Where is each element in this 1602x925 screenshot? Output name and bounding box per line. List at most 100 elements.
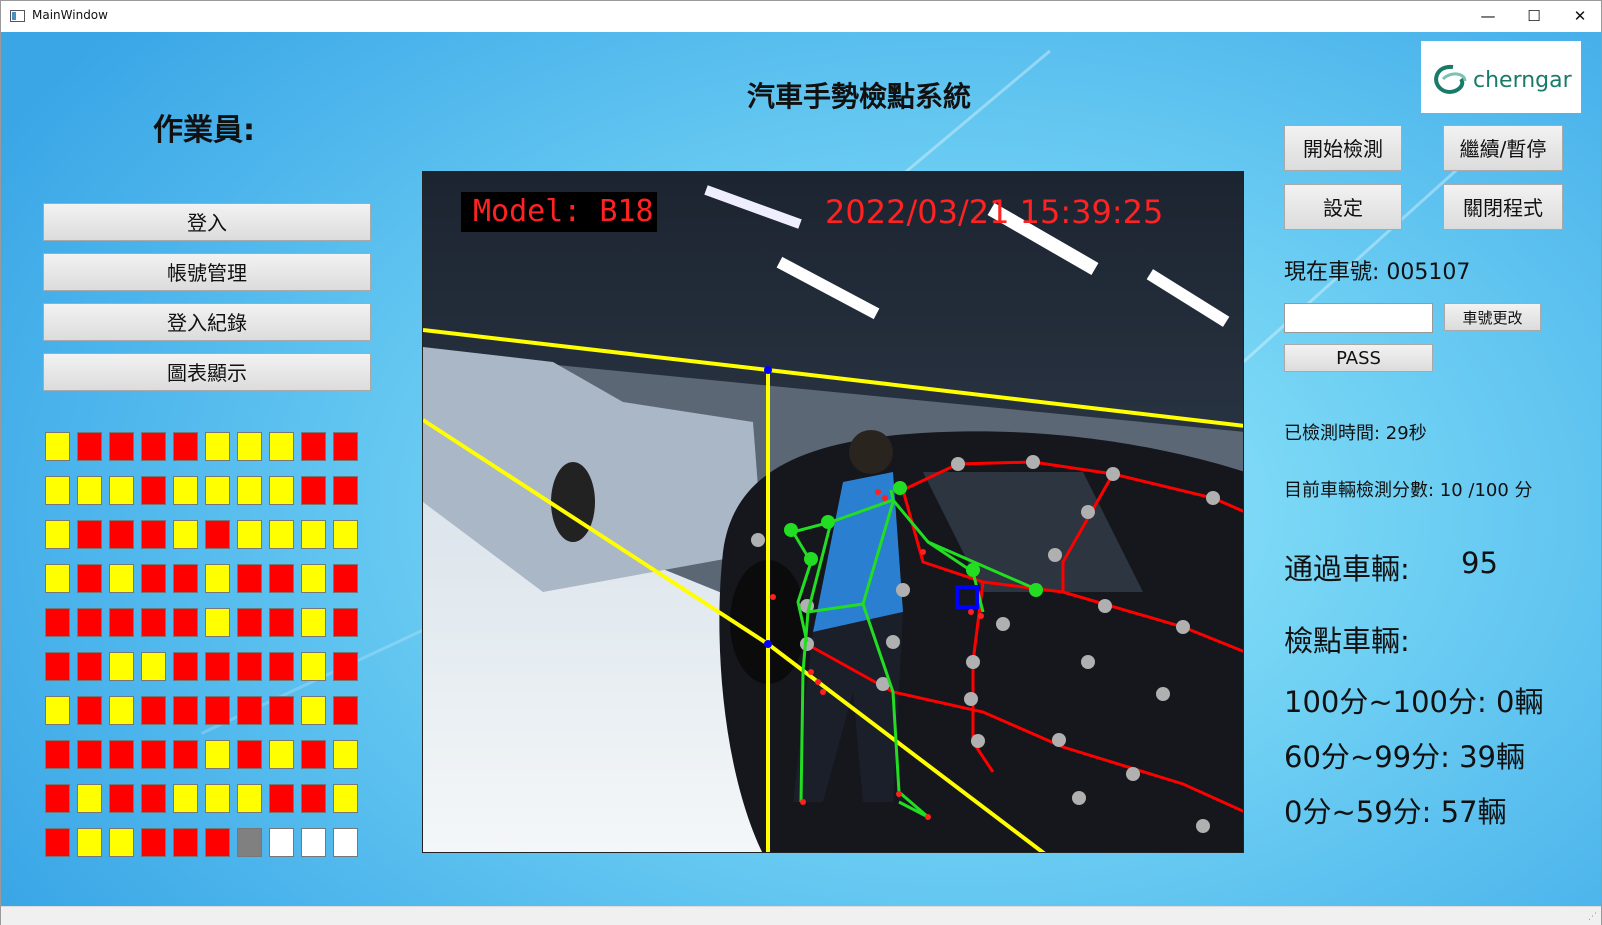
zone-corner-marker xyxy=(764,366,772,374)
status-cell xyxy=(109,564,134,593)
status-cell xyxy=(141,784,166,813)
status-cell xyxy=(45,520,70,549)
silver-car-wheel xyxy=(551,462,595,542)
status-cell xyxy=(301,828,326,857)
passed-vehicles-label: 通過車輛: xyxy=(1284,552,1410,586)
score-range-0-59: 0分~59分: 57輛 xyxy=(1284,795,1507,829)
status-cell xyxy=(173,828,198,857)
logo-text: cherngar xyxy=(1473,68,1573,93)
status-cell xyxy=(333,828,358,857)
video-scene xyxy=(423,172,1243,852)
status-cell xyxy=(205,520,230,549)
status-cell xyxy=(205,784,230,813)
checked-vehicles-label: 檢點車輛: xyxy=(1284,624,1410,658)
change-car-number-button[interactable]: 車號更改 xyxy=(1444,303,1541,331)
status-cell xyxy=(333,652,358,681)
status-cell xyxy=(173,564,198,593)
status-cell xyxy=(205,564,230,593)
status-cell xyxy=(205,432,230,461)
skeleton-joints xyxy=(784,481,1043,597)
status-cell xyxy=(141,608,166,637)
status-cell xyxy=(45,740,70,769)
continue-pause-button[interactable]: 繼續/暫停 xyxy=(1443,125,1563,171)
status-cell xyxy=(237,784,262,813)
status-cell xyxy=(45,432,70,461)
status-cell xyxy=(205,740,230,769)
hand-detection-box xyxy=(955,585,979,609)
app-window-icon xyxy=(10,10,25,22)
status-cell xyxy=(237,652,262,681)
account-management-button[interactable]: 帳號管理 xyxy=(43,253,371,291)
status-cell xyxy=(205,608,230,637)
status-cell xyxy=(269,608,294,637)
camera-feed: Model: B18 2022/03/21 15:39:25 xyxy=(422,171,1244,853)
status-cell xyxy=(205,696,230,725)
status-cell xyxy=(109,784,134,813)
status-cell xyxy=(237,696,262,725)
close-button[interactable]: ✕ xyxy=(1573,7,1587,25)
status-cell xyxy=(173,740,198,769)
zone-corner-marker xyxy=(764,640,772,648)
status-cell xyxy=(77,476,102,505)
login-button[interactable]: 登入 xyxy=(43,203,371,241)
status-cell xyxy=(109,608,134,637)
status-cell xyxy=(301,784,326,813)
hand-keypoints xyxy=(770,489,984,820)
status-cell xyxy=(237,740,262,769)
status-cell xyxy=(333,740,358,769)
status-cell xyxy=(141,696,166,725)
pass-button[interactable]: PASS xyxy=(1284,344,1433,372)
status-cell xyxy=(269,696,294,725)
status-cell xyxy=(45,784,70,813)
status-cell xyxy=(333,564,358,593)
worker-shirt xyxy=(813,472,903,632)
chart-display-button[interactable]: 圖表顯示 xyxy=(43,353,371,391)
status-cell xyxy=(237,520,262,549)
status-cell xyxy=(109,652,134,681)
status-cell xyxy=(173,652,198,681)
close-program-button[interactable]: 關閉程式 xyxy=(1443,184,1563,230)
status-cell xyxy=(237,432,262,461)
status-cell xyxy=(205,652,230,681)
status-cell xyxy=(141,740,166,769)
status-cell xyxy=(173,520,198,549)
status-cell xyxy=(301,432,326,461)
status-cell xyxy=(301,564,326,593)
status-cell xyxy=(45,696,70,725)
operator-label: 作業員: xyxy=(153,113,255,148)
status-cell xyxy=(77,696,102,725)
status-cell xyxy=(269,784,294,813)
status-cell xyxy=(109,520,134,549)
status-cell xyxy=(141,520,166,549)
status-cell xyxy=(301,696,326,725)
minimize-button[interactable]: — xyxy=(1480,7,1496,25)
status-cell xyxy=(77,652,102,681)
status-cell xyxy=(269,652,294,681)
status-cell xyxy=(77,432,102,461)
car-keypoints xyxy=(751,455,1220,833)
ceiling-light xyxy=(987,202,1099,276)
settings-button[interactable]: 設定 xyxy=(1284,184,1402,230)
resize-grip-icon[interactable]: ⋰ xyxy=(1588,912,1597,922)
status-cell xyxy=(269,476,294,505)
status-cell xyxy=(141,476,166,505)
status-cell xyxy=(205,828,230,857)
status-cell xyxy=(77,608,102,637)
current-car-number: 現在車號: 005107 xyxy=(1284,260,1471,285)
car-number-input[interactable] xyxy=(1284,303,1433,333)
car-contour-line xyxy=(901,489,1243,653)
login-records-button[interactable]: 登入紀錄 xyxy=(43,303,371,341)
company-logo: cherngar xyxy=(1421,41,1581,113)
start-detection-button[interactable]: 開始檢測 xyxy=(1284,125,1402,171)
status-cell xyxy=(45,828,70,857)
passed-vehicles-count: 95 xyxy=(1461,546,1498,580)
status-cell xyxy=(301,652,326,681)
status-cell xyxy=(77,564,102,593)
window-title: MainWindow xyxy=(32,8,108,22)
status-cell xyxy=(141,652,166,681)
status-cell xyxy=(301,520,326,549)
black-car-window xyxy=(923,472,1143,592)
maximize-button[interactable]: ☐ xyxy=(1527,7,1541,25)
status-cell xyxy=(237,564,262,593)
